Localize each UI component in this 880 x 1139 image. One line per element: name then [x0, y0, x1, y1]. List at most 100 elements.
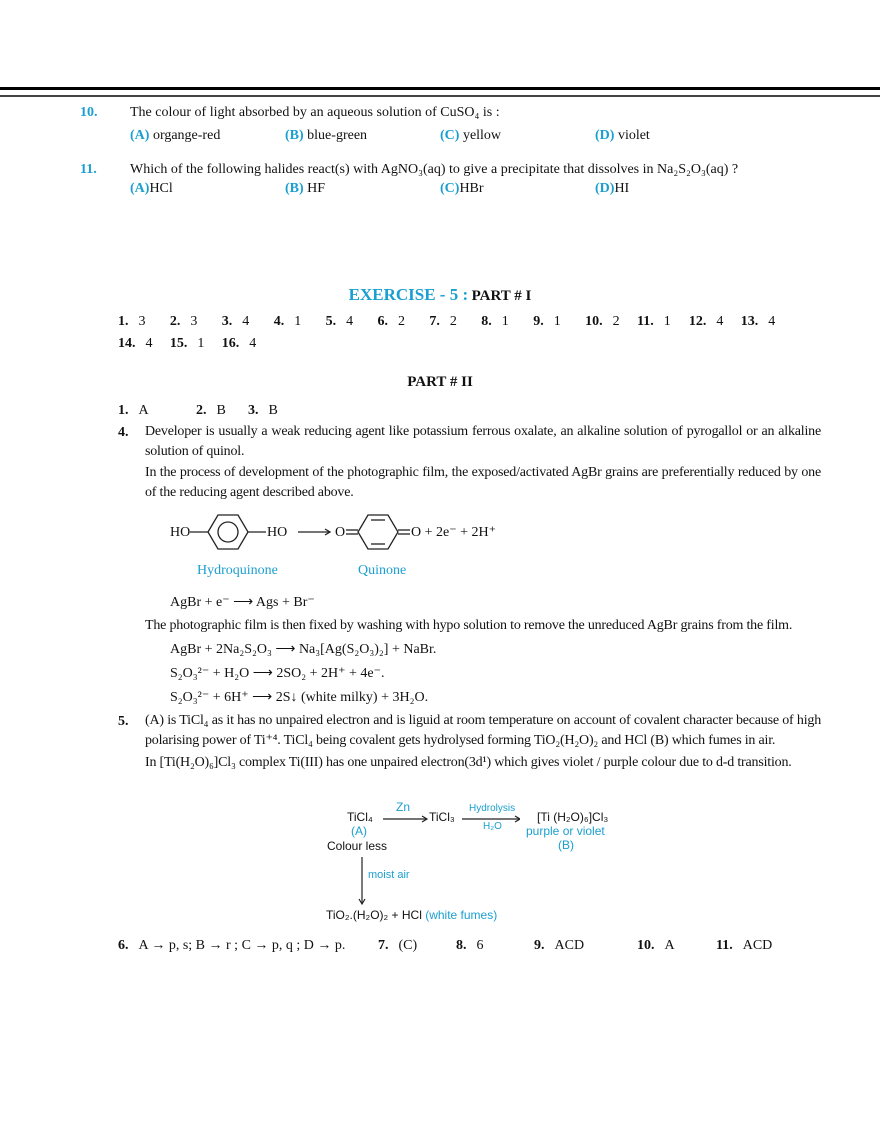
answer-value: 1: [197, 336, 205, 351]
answer-item: 7.2: [429, 313, 457, 330]
answer-value: 2: [612, 314, 620, 329]
answer-value: 4: [242, 314, 250, 329]
exercise-title: EXERCISE - 5 :: [348, 285, 469, 304]
equation: S₂O₃²⁻ + H₂O ⟶ 2SO₂ + 2H⁺ + 4e⁻.: [170, 666, 385, 681]
option-d: (D) violet: [595, 127, 650, 144]
product-formula: TiO₂.(H₂O)₂ + HCl: [326, 908, 422, 922]
option-text: blue-green: [307, 128, 368, 143]
answer-value: 4: [768, 314, 776, 329]
answer-item: 12.4: [689, 313, 724, 330]
question-text: The colour of light absorbed by an aqueo…: [130, 105, 500, 120]
answer-item: 8.6: [456, 937, 484, 954]
answer-number: 9.: [534, 938, 545, 953]
purple-label: purple or violet: [526, 824, 605, 838]
answer-value: A → p, s; B → r ; C → p, q ; D → p.: [138, 938, 346, 953]
part-title: PART # I: [471, 288, 532, 304]
option-text: HF: [307, 181, 326, 196]
answer-number: 16.: [221, 336, 240, 351]
answer-number: 12.: [688, 314, 707, 329]
answer-number: 6.: [377, 314, 389, 329]
answer-number: 7.: [429, 314, 440, 329]
answer-value: 1: [663, 314, 671, 329]
answer-value: ACD: [742, 938, 773, 953]
answer-value: 2: [449, 314, 457, 329]
answer-number: 1.: [118, 314, 129, 329]
ticl3: TiCl₃: [429, 810, 455, 824]
answer-number: 7.: [378, 938, 389, 953]
reaction-arrows: [358, 815, 520, 906]
header-rule-thick: [0, 87, 880, 90]
answer-item: 11. ACD: [716, 937, 772, 954]
o-label: O: [335, 525, 346, 540]
answer-value: A: [664, 938, 675, 953]
option-c: (C) yellow: [440, 127, 501, 144]
answer-item: 16.4: [222, 335, 257, 352]
zn-label: Zn: [396, 800, 411, 814]
answer-item: 1. A: [118, 402, 149, 419]
option-text: HCl: [149, 181, 173, 196]
answer-value: A: [138, 403, 149, 418]
hydroquinone-quinone-structures: [190, 514, 410, 550]
answer-value: 3: [190, 314, 198, 329]
answer-number: 14.: [118, 336, 136, 351]
answer-number: 15.: [169, 336, 188, 351]
answer-number: 5.: [118, 714, 129, 729]
option-a: (A)HCl: [130, 180, 173, 197]
hydroquinone-label: Hydroquinone: [197, 563, 278, 578]
answer-item: 3.B: [248, 402, 278, 419]
option-text: organge-red: [152, 128, 221, 143]
option-text: HBr: [459, 181, 484, 196]
answer-value: 4: [145, 336, 153, 351]
option-c: (C)HBr: [440, 180, 484, 197]
option-a: (A) organge-red: [130, 127, 220, 144]
option-text: yellow: [462, 128, 502, 143]
answer-item: 10. A: [637, 937, 675, 954]
answer-item: 15.1: [170, 335, 205, 352]
answer-number: 10.: [637, 938, 655, 953]
ho-label: HO: [170, 525, 191, 540]
answer-number: 10.: [585, 314, 603, 329]
equation: AgBr + 2Na₂S₂O₃ ⟶ Na₃[Ag(S₂O₃)₂] + NaBr.: [170, 642, 437, 657]
answer-number: 4.: [118, 425, 129, 440]
answer-number: 2.: [169, 314, 181, 329]
answer-item: 7.(C): [378, 937, 417, 954]
quinone-ring: [357, 514, 399, 550]
label-b: (B): [558, 838, 574, 852]
question-text: Which of the following halides react(s) …: [130, 162, 739, 177]
option-key: (C): [440, 181, 460, 196]
option-d: (D)HI: [595, 180, 629, 197]
ho-label: HO: [267, 525, 288, 540]
answer-number: 1.: [118, 403, 129, 418]
answer-value: 1: [294, 314, 302, 329]
option-key: (A): [130, 181, 150, 196]
o-products: O + 2e⁻ + 2H⁺: [411, 525, 497, 540]
exercise-heading: EXERCISE - 5 : PART # I: [0, 285, 880, 307]
answer-item: 5.4: [326, 313, 354, 330]
answer-paragraph: Developer is usually a weak reducing age…: [145, 424, 821, 459]
answer-value: 1: [553, 314, 561, 329]
answer-item: 9.1: [533, 313, 561, 330]
white-fumes-label: (white fumes): [425, 908, 498, 922]
answer-value: B: [268, 403, 278, 418]
answer-number: 11.: [716, 938, 733, 953]
answer-paragraph: The photographic film is then fixed by w…: [145, 618, 793, 633]
answer-number: 13.: [740, 314, 759, 329]
option-key: (D): [595, 128, 615, 143]
answer-item: 2.B: [196, 402, 226, 419]
complex-formula: [Ti (H₂O)₆]Cl₃: [537, 810, 609, 824]
answer-number: 8.: [456, 938, 467, 953]
answer-number: 11.: [637, 314, 654, 329]
ticl4: TiCl₄: [347, 810, 373, 824]
answer-item: 11.1: [637, 313, 671, 330]
answer-item: 6.2: [378, 313, 406, 330]
option-key: (C): [440, 128, 460, 143]
equation: S₂O₃²⁻ + 6H⁺ ⟶ 2S↓ (white milky) + 3H₂O.: [170, 690, 429, 705]
answer-paragraph: In [Ti(H₂O)₆]Cl₃ complex Ti(III) has one…: [145, 755, 792, 770]
answer-number: 4.: [273, 314, 285, 329]
answer-number: 8.: [481, 314, 492, 329]
complex: [Ti (H₂O)₆]Cl₃: [537, 811, 608, 824]
question-number: 11.: [80, 162, 97, 177]
answer-item: 2.3: [170, 313, 198, 330]
answer-value: 1: [501, 314, 509, 329]
answer-value: 2: [398, 314, 405, 329]
